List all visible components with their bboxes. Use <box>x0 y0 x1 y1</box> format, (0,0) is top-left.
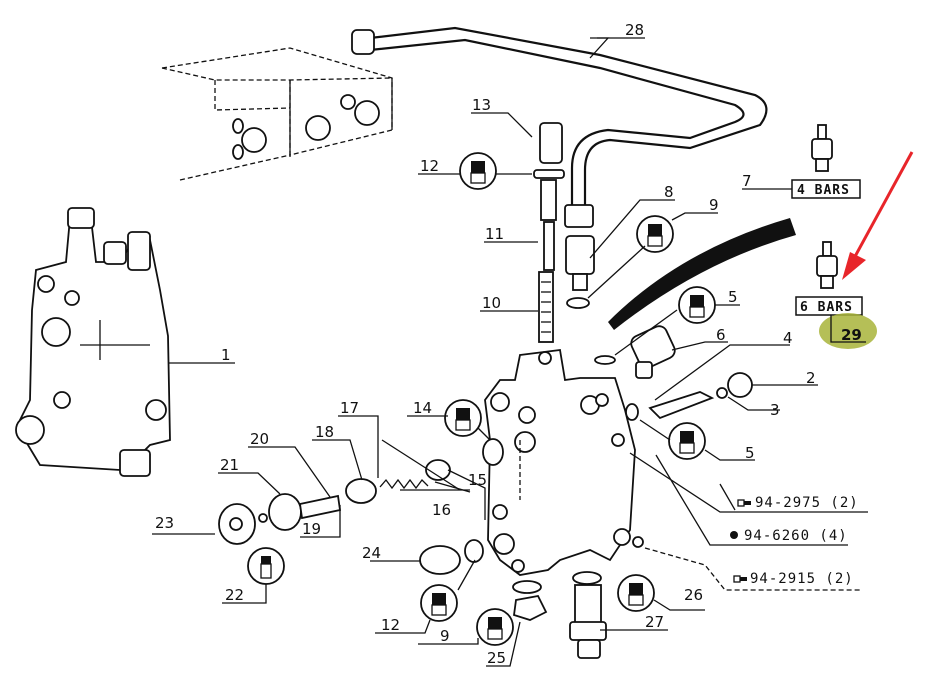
callout-21: 21 <box>220 456 239 474</box>
pipe-28 <box>351 26 768 228</box>
label-6-bars: 6 BARS <box>800 300 853 315</box>
spool-assembly <box>218 459 451 545</box>
callout-22: 22 <box>225 586 244 604</box>
callout-26: 26 <box>684 586 703 604</box>
fitting-8 <box>565 235 595 309</box>
red-arrow-icon <box>842 151 914 280</box>
valve-assembly-1 <box>15 207 235 477</box>
callouts: 1 2 3 4 5 5 6 7 8 9 9 10 11 12 12 13 14 … <box>155 21 816 667</box>
callout-25: 25 <box>487 649 506 667</box>
callout-9a: 9 <box>709 196 719 214</box>
callout-1: 1 <box>221 346 231 364</box>
fitting-27 <box>569 571 607 659</box>
callout-20: 20 <box>250 430 269 448</box>
callout-29: 29 <box>841 326 862 344</box>
pressure-switch-4bar <box>811 124 833 172</box>
fitting-stack <box>533 122 565 343</box>
callout-9b: 9 <box>440 627 450 645</box>
callout-23: 23 <box>155 514 174 532</box>
valve-body <box>482 348 644 576</box>
callout-7: 7 <box>742 172 752 190</box>
callout-2: 2 <box>806 369 816 387</box>
plug-25 <box>512 580 548 621</box>
svg-text:94-2975 (2): 94-2975 (2) <box>755 495 859 511</box>
callout-8: 8 <box>664 183 674 201</box>
hose-band <box>608 218 796 330</box>
callout-18: 18 <box>315 423 334 441</box>
callout-3: 3 <box>770 401 780 419</box>
pressure-switch-6bar <box>816 241 838 289</box>
mounting-block <box>161 47 393 181</box>
callout-5b: 5 <box>745 444 755 462</box>
callout-17: 17 <box>340 399 359 417</box>
callout-28: 28 <box>625 21 644 39</box>
nut-icon <box>730 531 738 539</box>
seal-kit-icons <box>247 152 716 646</box>
plug-24 <box>419 539 484 575</box>
callout-14: 14 <box>413 399 432 417</box>
label-4-bars: 4 BARS <box>797 183 850 198</box>
check-valve-4 <box>625 372 753 421</box>
callout-13: 13 <box>472 96 491 114</box>
reference-94-2975: 94-2975 (2) <box>737 495 859 511</box>
callout-19: 19 <box>302 520 321 538</box>
svg-text:94-6260 (4): 94-6260 (4) <box>744 528 848 544</box>
leader-lines <box>152 37 868 667</box>
reference-list: 94-2975 (2) 94-6260 (4) 94-2915 (2) <box>730 495 859 587</box>
bolt-icon <box>737 499 745 507</box>
callout-16: 16 <box>432 501 451 519</box>
callout-5a: 5 <box>728 288 738 306</box>
highlight-29: 29 <box>819 313 877 349</box>
callout-6: 6 <box>716 326 726 344</box>
callout-15: 15 <box>468 471 487 489</box>
callout-11: 11 <box>485 225 504 243</box>
svg-text:94-2915 (2): 94-2915 (2) <box>750 571 854 587</box>
callout-10: 10 <box>482 294 501 312</box>
callout-12b: 12 <box>381 616 400 634</box>
callout-4: 4 <box>783 329 793 347</box>
bolt-icon <box>733 575 741 583</box>
pressure-label-4bar: 4 BARS <box>791 179 861 199</box>
reference-94-6260: 94-6260 (4) <box>730 528 848 544</box>
adapter-6 <box>594 325 676 379</box>
callout-24: 24 <box>362 544 381 562</box>
reference-94-2915: 94-2915 (2) <box>733 571 854 587</box>
pressure-label-6bar: 6 BARS <box>795 296 863 316</box>
callout-12a: 12 <box>420 157 439 175</box>
callout-27: 27 <box>645 613 664 631</box>
